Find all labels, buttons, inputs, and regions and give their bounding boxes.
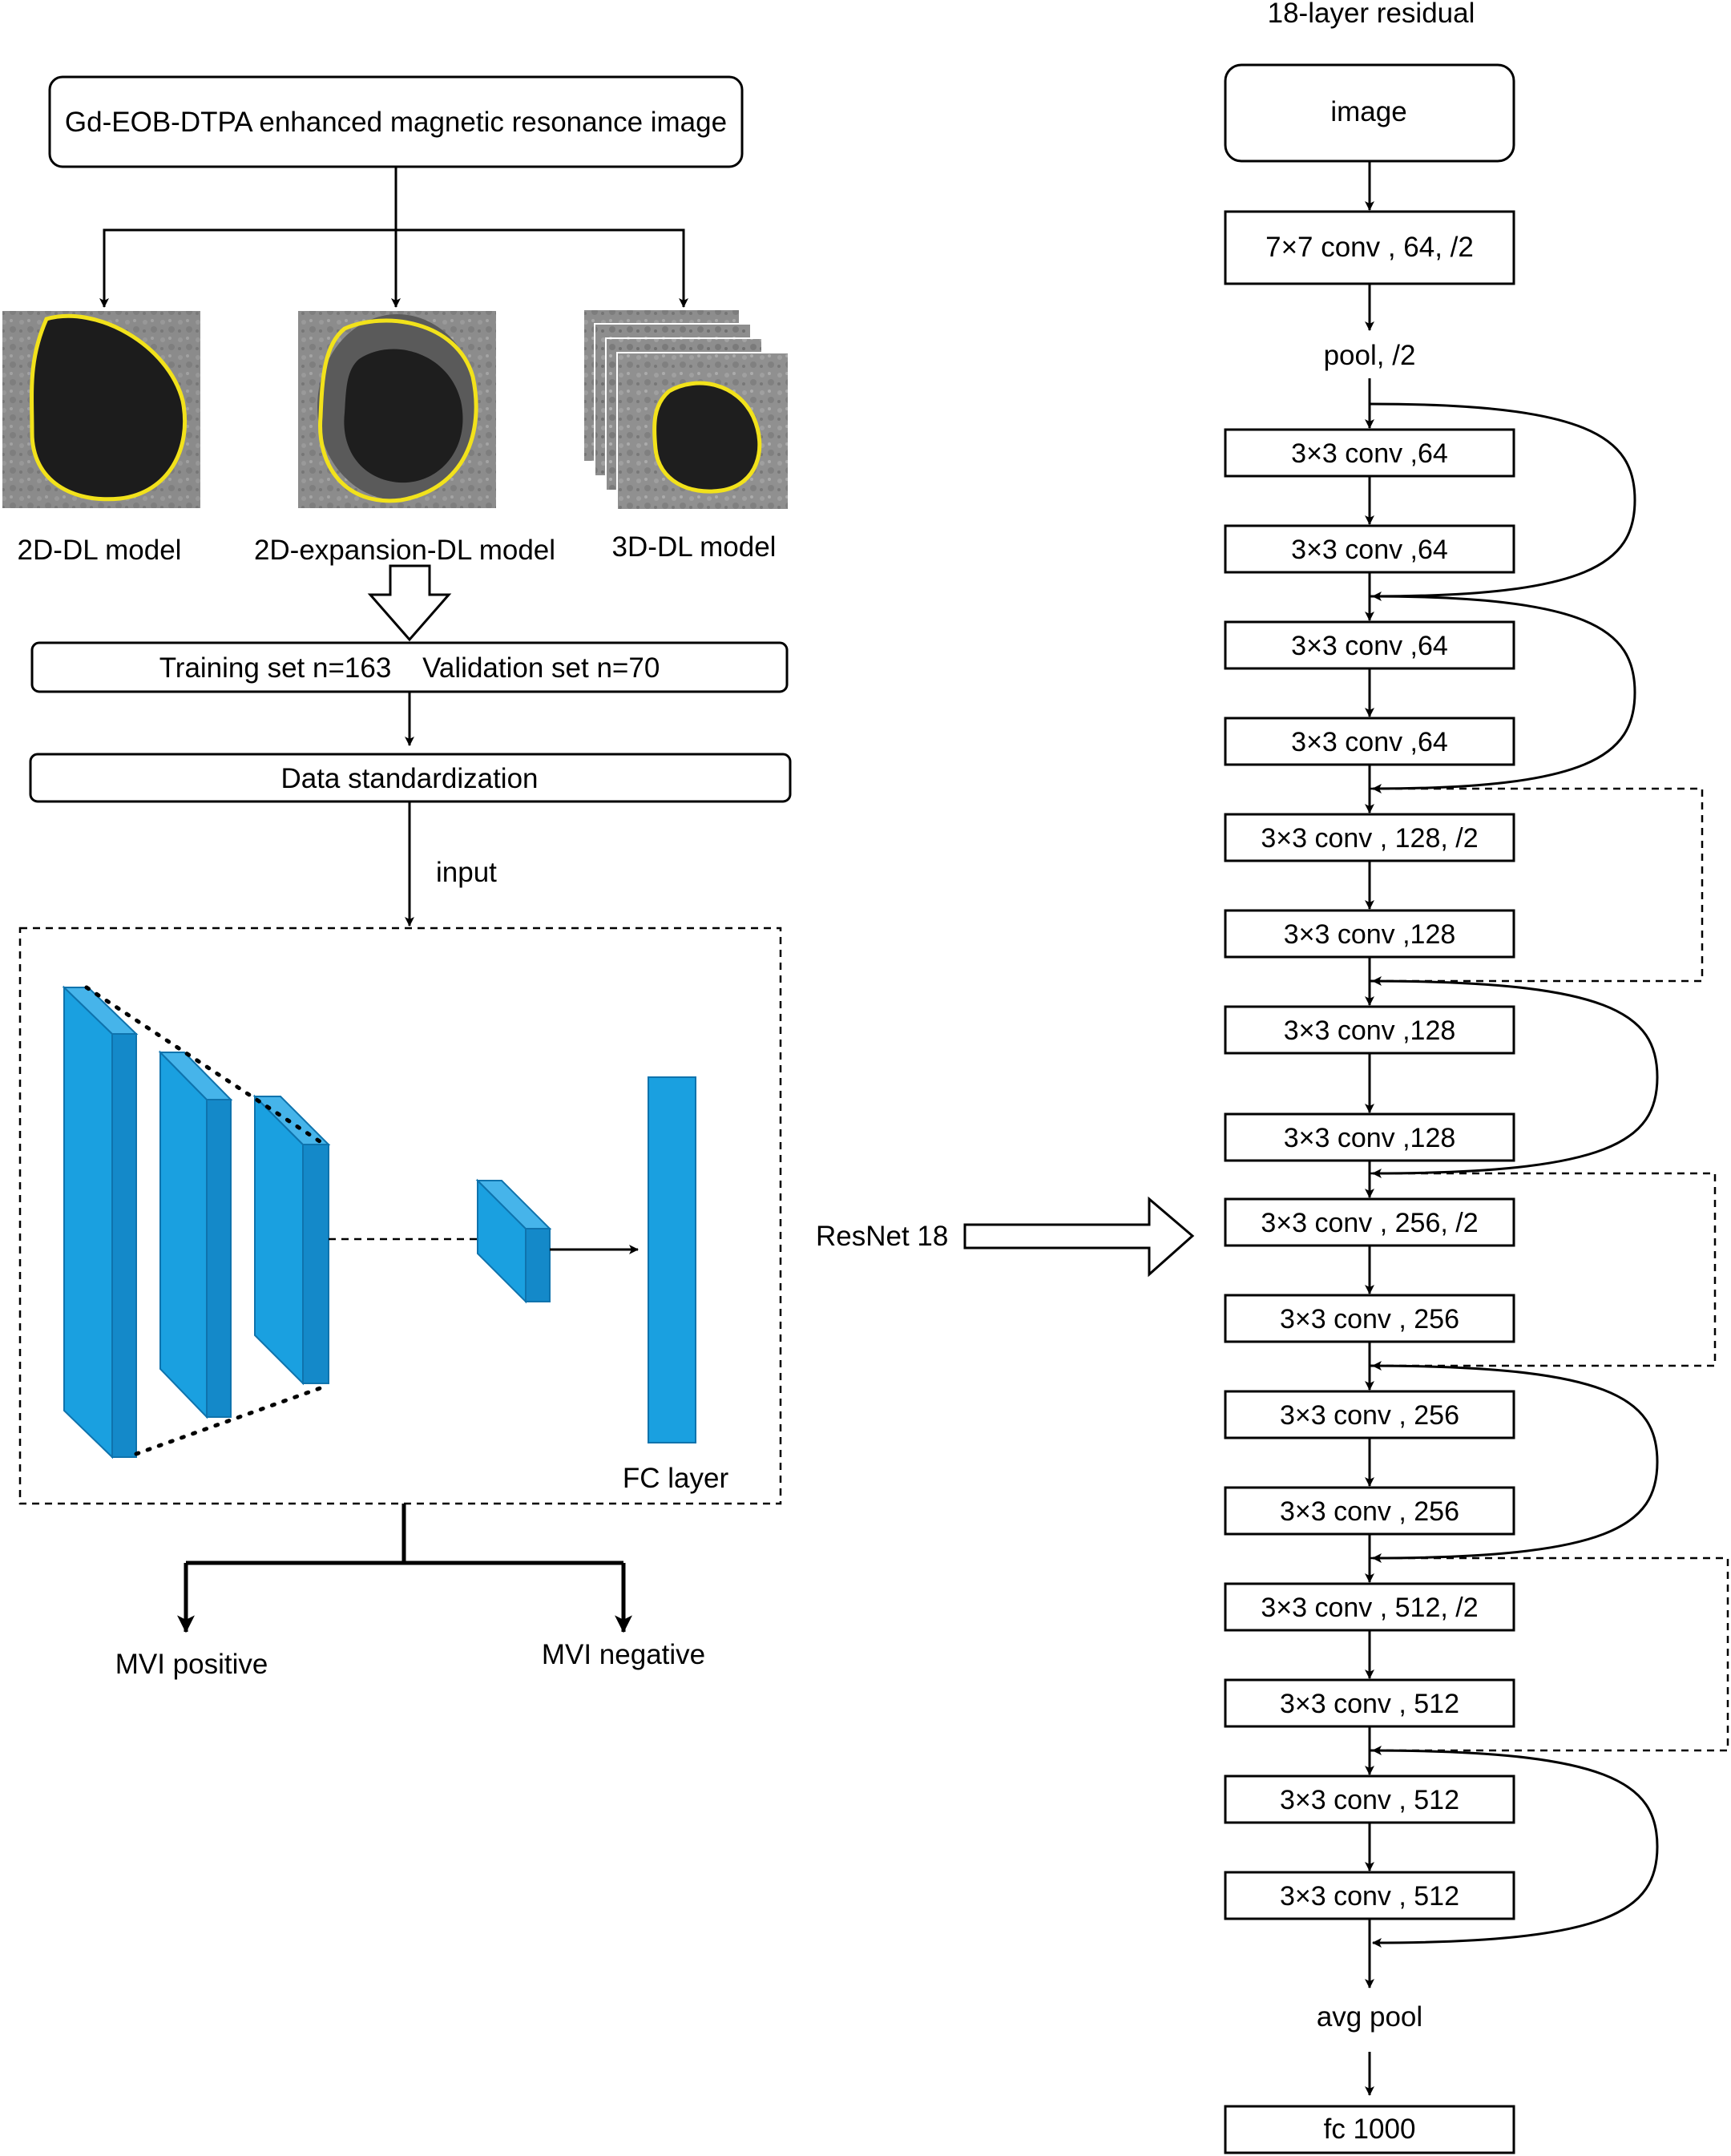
layer-label-15: 3×3 conv , 512 [1280, 1785, 1459, 1815]
mri-image-3d-stack [583, 309, 789, 511]
resnet-layers: 3×3 conv ,64 3×3 conv ,64 3×3 conv ,64 3×3 … [1224, 428, 1515, 1920]
layer-label-7: 3×3 conv ,128 [1284, 1015, 1456, 1046]
model-label-2d-expansion: 2D-expansion-DL model [254, 535, 555, 566]
skip-connection-4 [1369, 979, 1659, 1178]
layer-label-8: 3×3 conv ,128 [1284, 1123, 1456, 1153]
skip-connection-6 [1369, 1364, 1659, 1563]
layer-label-16: 3×3 conv , 512 [1280, 1881, 1459, 1912]
output-mvi-negative: MVI negative [542, 1639, 705, 1670]
layer-label-1: 3×3 conv ,64 [1291, 438, 1448, 469]
mri-image-2d [2, 311, 200, 508]
layer-box-12 [1224, 1486, 1515, 1536]
layer-label-12: 3×3 conv , 256 [1280, 1496, 1459, 1527]
layer-box-9 [1224, 1197, 1515, 1247]
layer-box-11 [1224, 1390, 1515, 1439]
layer-label-10: 3×3 conv , 256 [1280, 1304, 1459, 1334]
layer-box-6 [1224, 909, 1515, 959]
resnet-connector-label: ResNet 18 [816, 1221, 948, 1252]
layer-box-3 [1224, 620, 1515, 670]
fc-layer-bar [648, 1076, 696, 1443]
input-label: input [436, 857, 497, 888]
layer-label-9: 3×3 conv , 256, /2 [1261, 1208, 1478, 1238]
resnet-skip-connections [1369, 402, 1729, 1948]
layer-label-4: 3×3 conv ,64 [1291, 727, 1448, 757]
layer-label-14: 3×3 conv , 512 [1280, 1689, 1459, 1719]
layer-label-13: 3×3 conv , 512, /2 [1261, 1593, 1478, 1623]
model-label-3d: 3D-DL model [612, 531, 777, 563]
avg-pool-label: avg pool [1317, 2001, 1422, 2033]
dataset-split-label: Training set n=163 Validation set n=70 [159, 652, 660, 684]
pool-label: pool, /2 [1324, 340, 1416, 371]
mri-source-label: Gd-EOB-DTPA enhanced magnetic resonance … [65, 107, 727, 138]
layer-box-16 [1224, 1871, 1515, 1920]
layer-label-2: 3×3 conv ,64 [1291, 535, 1448, 565]
fc-layer-label: FC layer [623, 1463, 729, 1494]
hollow-down-arrow [367, 564, 452, 642]
skip-connection-7 [1370, 1556, 1729, 1755]
output-mvi-positive: MVI positive [115, 1649, 268, 1680]
layer-box-7 [1224, 1005, 1515, 1055]
fc-1000-label: fc 1000 [1324, 2114, 1416, 2145]
standardization-label: Data standardization [280, 763, 538, 794]
image-input-label: image [1330, 96, 1406, 127]
conv-block-1 [62, 985, 139, 1460]
layer-label-11: 3×3 conv , 256 [1280, 1400, 1459, 1431]
stem-conv-label: 7×7 conv , 64, /2 [1265, 232, 1474, 263]
skip-connection-3 [1370, 787, 1704, 986]
layer-box-5 [1224, 813, 1515, 862]
layer-label-3: 3×3 conv ,64 [1291, 631, 1448, 661]
skip-connection-2 [1369, 595, 1636, 793]
conv-block-small [475, 1178, 552, 1304]
fc-1000-box [1224, 2105, 1515, 2154]
conv-block-3 [252, 1094, 331, 1386]
layer-label-6: 3×3 conv ,128 [1284, 919, 1456, 950]
stem-conv-box [1224, 210, 1515, 285]
skip-connection-5 [1370, 1172, 1717, 1371]
layer-label-5: 3×3 conv , 128, /2 [1261, 823, 1478, 854]
mri-image-2d-expansion [298, 311, 496, 508]
layer-box-13 [1224, 1582, 1515, 1632]
hollow-right-arrow [963, 1196, 1195, 1278]
layer-box-4 [1224, 717, 1515, 766]
model-label-2d: 2D-DL model [18, 535, 182, 566]
resnet-title: 18-layer residual [1268, 0, 1475, 29]
tumor-contour [30, 313, 188, 502]
skip-connection-1 [1369, 402, 1636, 601]
skip-connection-8 [1369, 1749, 1659, 1948]
expanded-contour [318, 318, 478, 503]
conv-block-2 [158, 1050, 233, 1419]
layer-box-15 [1224, 1774, 1515, 1824]
